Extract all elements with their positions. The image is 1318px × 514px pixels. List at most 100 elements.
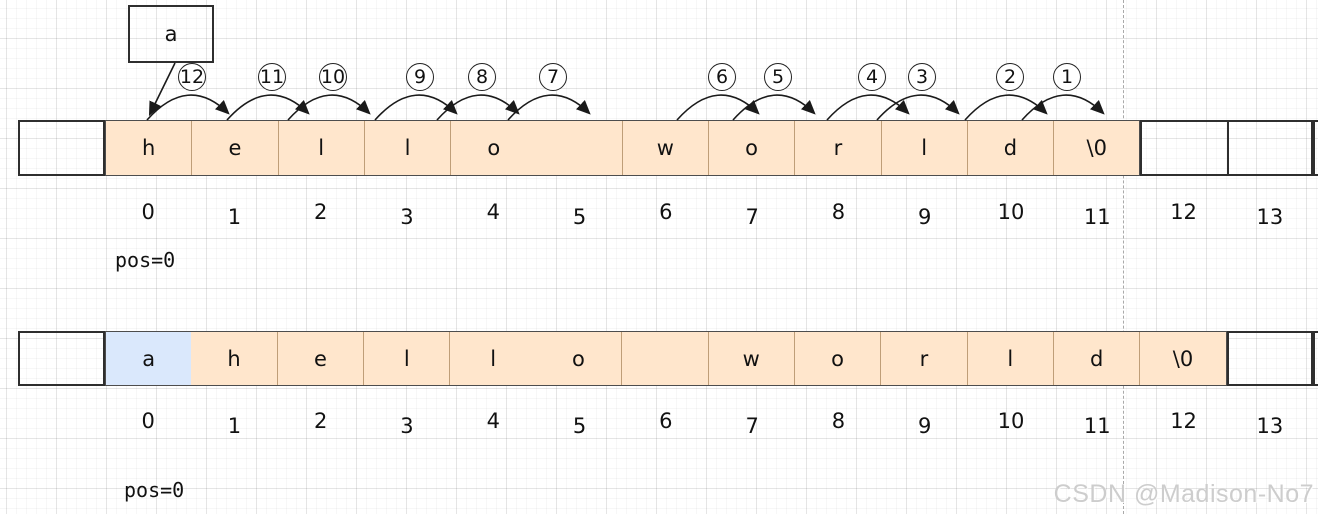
shift-step-number: 5 — [764, 63, 792, 91]
pos-label-bottom: pos=0 — [124, 478, 185, 502]
array-cell: o — [707, 121, 795, 175]
cell-char: d — [1089, 346, 1104, 371]
cell-char: l — [404, 136, 411, 160]
index-label: 7 — [745, 414, 759, 438]
index-label: 10 — [997, 200, 1025, 224]
cell-char: a — [142, 346, 156, 371]
shift-arrow — [507, 94, 591, 121]
array-cell: w — [621, 121, 708, 175]
pos-label-top: pos=0 — [115, 248, 176, 272]
index-label: 12 — [1170, 409, 1197, 433]
insert-value-box: a — [128, 5, 214, 63]
cell-char: r — [919, 346, 929, 371]
array-empty-cell — [1226, 120, 1315, 176]
index-label: 5 — [572, 205, 587, 229]
index-label: 0 — [141, 409, 155, 433]
cell-char: h — [227, 346, 241, 371]
shift-arrow — [374, 94, 458, 121]
index-label: 4 — [486, 200, 500, 224]
array-cell: l — [363, 332, 450, 385]
array-cell: r — [794, 121, 881, 175]
array-empty-cell-clipped — [1311, 331, 1318, 386]
array-empty-cell — [1226, 331, 1315, 386]
cell-char: w — [656, 136, 674, 160]
index-label: 6 — [659, 409, 673, 433]
index-label: 12 — [1170, 200, 1197, 224]
index-label: 2 — [314, 409, 328, 433]
cell-char: e — [228, 136, 242, 160]
array-cell: h — [191, 332, 277, 385]
page-break-dashed-line — [1123, 0, 1124, 514]
cell-char: o — [831, 346, 844, 371]
shift-step-number: 8 — [468, 63, 496, 91]
index-label: 0 — [141, 200, 155, 224]
array-empty-cell — [1140, 120, 1229, 176]
shift-arrow — [287, 94, 371, 121]
shift-arrow — [676, 94, 760, 121]
array-cell: e — [276, 332, 364, 385]
array-lead-empty-box — [18, 120, 105, 176]
shift-arrow — [826, 94, 910, 121]
index-label: 8 — [831, 200, 846, 224]
cell-char: l — [1007, 346, 1014, 371]
shift-step-number: 3 — [908, 63, 936, 91]
shift-step-number: 12 — [178, 63, 206, 91]
index-label: 4 — [486, 409, 500, 433]
shift-step-number: 4 — [858, 63, 886, 91]
shift-step-number: 2 — [996, 63, 1024, 91]
cell-char: o — [487, 136, 501, 160]
array-cell: d — [1052, 332, 1140, 385]
cell-char: l — [490, 346, 497, 371]
array-cell: \0 — [1139, 332, 1226, 385]
shift-arrow — [964, 94, 1048, 121]
cell-char: r — [833, 136, 843, 160]
cell-char: d — [1003, 136, 1018, 160]
insert-value-label: a — [164, 22, 178, 46]
index-label: 8 — [831, 409, 846, 433]
array-cell: d — [966, 121, 1054, 175]
array-cell: l — [277, 121, 364, 175]
cell-char: l — [921, 136, 928, 160]
index-label: 3 — [400, 205, 414, 229]
array-cell: \0 — [1053, 121, 1140, 175]
array-cell: l — [966, 332, 1053, 385]
shift-arrow — [732, 94, 816, 121]
shift-arrow — [1021, 94, 1105, 121]
array-cell: h — [106, 121, 192, 175]
cell-char: l — [403, 346, 410, 371]
index-label: 1 — [227, 205, 242, 229]
index-label: 1 — [227, 414, 242, 438]
cell-char: l — [318, 136, 325, 160]
array-cell-inserted: a — [106, 332, 192, 385]
cell-char: e — [313, 346, 327, 371]
index-label: 10 — [997, 409, 1025, 433]
array-cell: e — [191, 121, 278, 175]
index-label: 13 — [1256, 414, 1284, 438]
watermark: CSDN @Madison-No7 — [1053, 480, 1314, 508]
array-cell: r — [880, 332, 967, 385]
array-cell: l — [880, 121, 967, 175]
index-label: 9 — [918, 414, 932, 438]
index-label: 3 — [400, 414, 414, 438]
index-label: 6 — [659, 200, 673, 224]
shift-step-number: 7 — [539, 63, 567, 91]
index-label: 7 — [745, 205, 759, 229]
shift-step-number: 10 — [319, 63, 347, 91]
index-label: 2 — [314, 200, 328, 224]
index-label: 11 — [1083, 205, 1111, 229]
shift-step-number: 6 — [708, 63, 736, 91]
index-label: 5 — [572, 414, 587, 438]
shift-step-number: 1 — [1053, 63, 1081, 91]
array-cell: l — [363, 121, 451, 175]
array-cell: o — [535, 332, 622, 385]
cell-char: \0 — [1172, 346, 1194, 371]
shift-step-number: 9 — [406, 63, 434, 91]
shift-step-number: 11 — [258, 63, 286, 91]
cell-char: o — [745, 136, 759, 160]
shift-arrow — [436, 94, 520, 121]
array-empty-cell-clipped — [1311, 120, 1318, 176]
cell-char: h — [141, 136, 156, 160]
shift-arrow — [876, 94, 960, 121]
array-cells-strip: h e l l o w o r l d \0 — [105, 120, 1141, 176]
